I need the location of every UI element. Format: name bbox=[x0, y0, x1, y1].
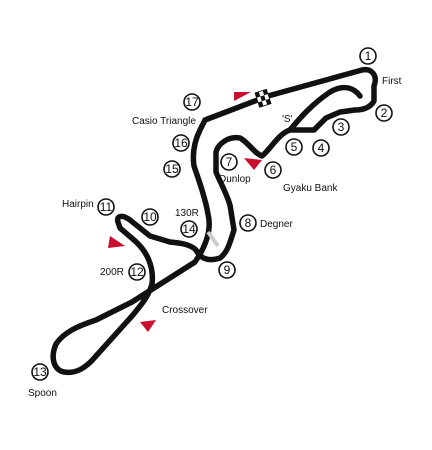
track-s-curve-inner bbox=[287, 84, 363, 133]
svg-text:3: 3 bbox=[338, 120, 345, 134]
corner-name-spoon: Spoon bbox=[28, 388, 57, 399]
corner-badge-1: 1 bbox=[359, 47, 377, 65]
svg-text:15: 15 bbox=[165, 162, 179, 176]
direction-arrow-icon bbox=[108, 236, 125, 248]
svg-text:14: 14 bbox=[182, 222, 196, 236]
svg-text:16: 16 bbox=[174, 136, 188, 150]
corner-badge-9: 9 bbox=[218, 261, 236, 279]
svg-text:7: 7 bbox=[226, 155, 233, 169]
svg-text:4: 4 bbox=[318, 141, 325, 155]
corner-name-degner: Degner bbox=[260, 219, 293, 230]
svg-text:11: 11 bbox=[100, 200, 113, 214]
svg-text:12: 12 bbox=[130, 265, 144, 279]
corner-name-200r: 200R bbox=[100, 267, 124, 278]
corner-badge-10: 10 bbox=[141, 208, 159, 226]
corner-badge-11: 11 bbox=[97, 198, 115, 216]
corner-name-gyaku-bank: Gyaku Bank bbox=[283, 183, 338, 194]
corner-badge-2: 2 bbox=[375, 104, 393, 122]
corner-name-dunlop: Dunlop bbox=[219, 174, 251, 185]
corner-name-first: First bbox=[382, 76, 402, 87]
svg-text:1: 1 bbox=[365, 49, 372, 63]
svg-text:17: 17 bbox=[185, 95, 199, 109]
corner-name-130r: 130R bbox=[175, 208, 199, 219]
label-crossover: Crossover bbox=[162, 305, 208, 316]
corner-badge-7: 7 bbox=[220, 153, 238, 171]
corner-name-hairpin: Hairpin bbox=[62, 199, 94, 210]
checkered-flag-icon bbox=[254, 88, 272, 108]
corner-badge-17: 17 bbox=[183, 93, 201, 111]
label-s-curves: 'S' bbox=[282, 114, 293, 125]
svg-text:10: 10 bbox=[143, 210, 157, 224]
direction-arrow-icon bbox=[234, 92, 251, 101]
corner-badge-8: 8 bbox=[239, 214, 257, 232]
corner-badge-4: 4 bbox=[312, 139, 330, 157]
direction-arrow-icon bbox=[244, 158, 262, 170]
svg-text:9: 9 bbox=[224, 263, 231, 277]
corner-badge-14: 14 bbox=[180, 220, 198, 238]
direction-arrow-icon bbox=[140, 320, 156, 332]
crossover-accent bbox=[206, 230, 220, 248]
corner-name-casio-triangle: Casio Triangle bbox=[132, 116, 196, 127]
svg-text:6: 6 bbox=[270, 163, 277, 177]
corner-badge-16: 16 bbox=[172, 134, 190, 152]
corner-badge-15: 15 bbox=[163, 160, 181, 178]
svg-text:13: 13 bbox=[33, 365, 47, 379]
corner-badge-6: 6 bbox=[264, 161, 282, 179]
corner-badge-5: 5 bbox=[285, 138, 303, 156]
corner-badge-12: 12 bbox=[128, 263, 146, 281]
svg-text:2: 2 bbox=[381, 106, 388, 120]
svg-text:8: 8 bbox=[245, 216, 252, 230]
corner-badge-13: 13 bbox=[31, 363, 49, 381]
track-main-loop bbox=[50, 66, 378, 376]
corner-badge-3: 3 bbox=[332, 118, 350, 136]
svg-text:5: 5 bbox=[291, 140, 298, 154]
